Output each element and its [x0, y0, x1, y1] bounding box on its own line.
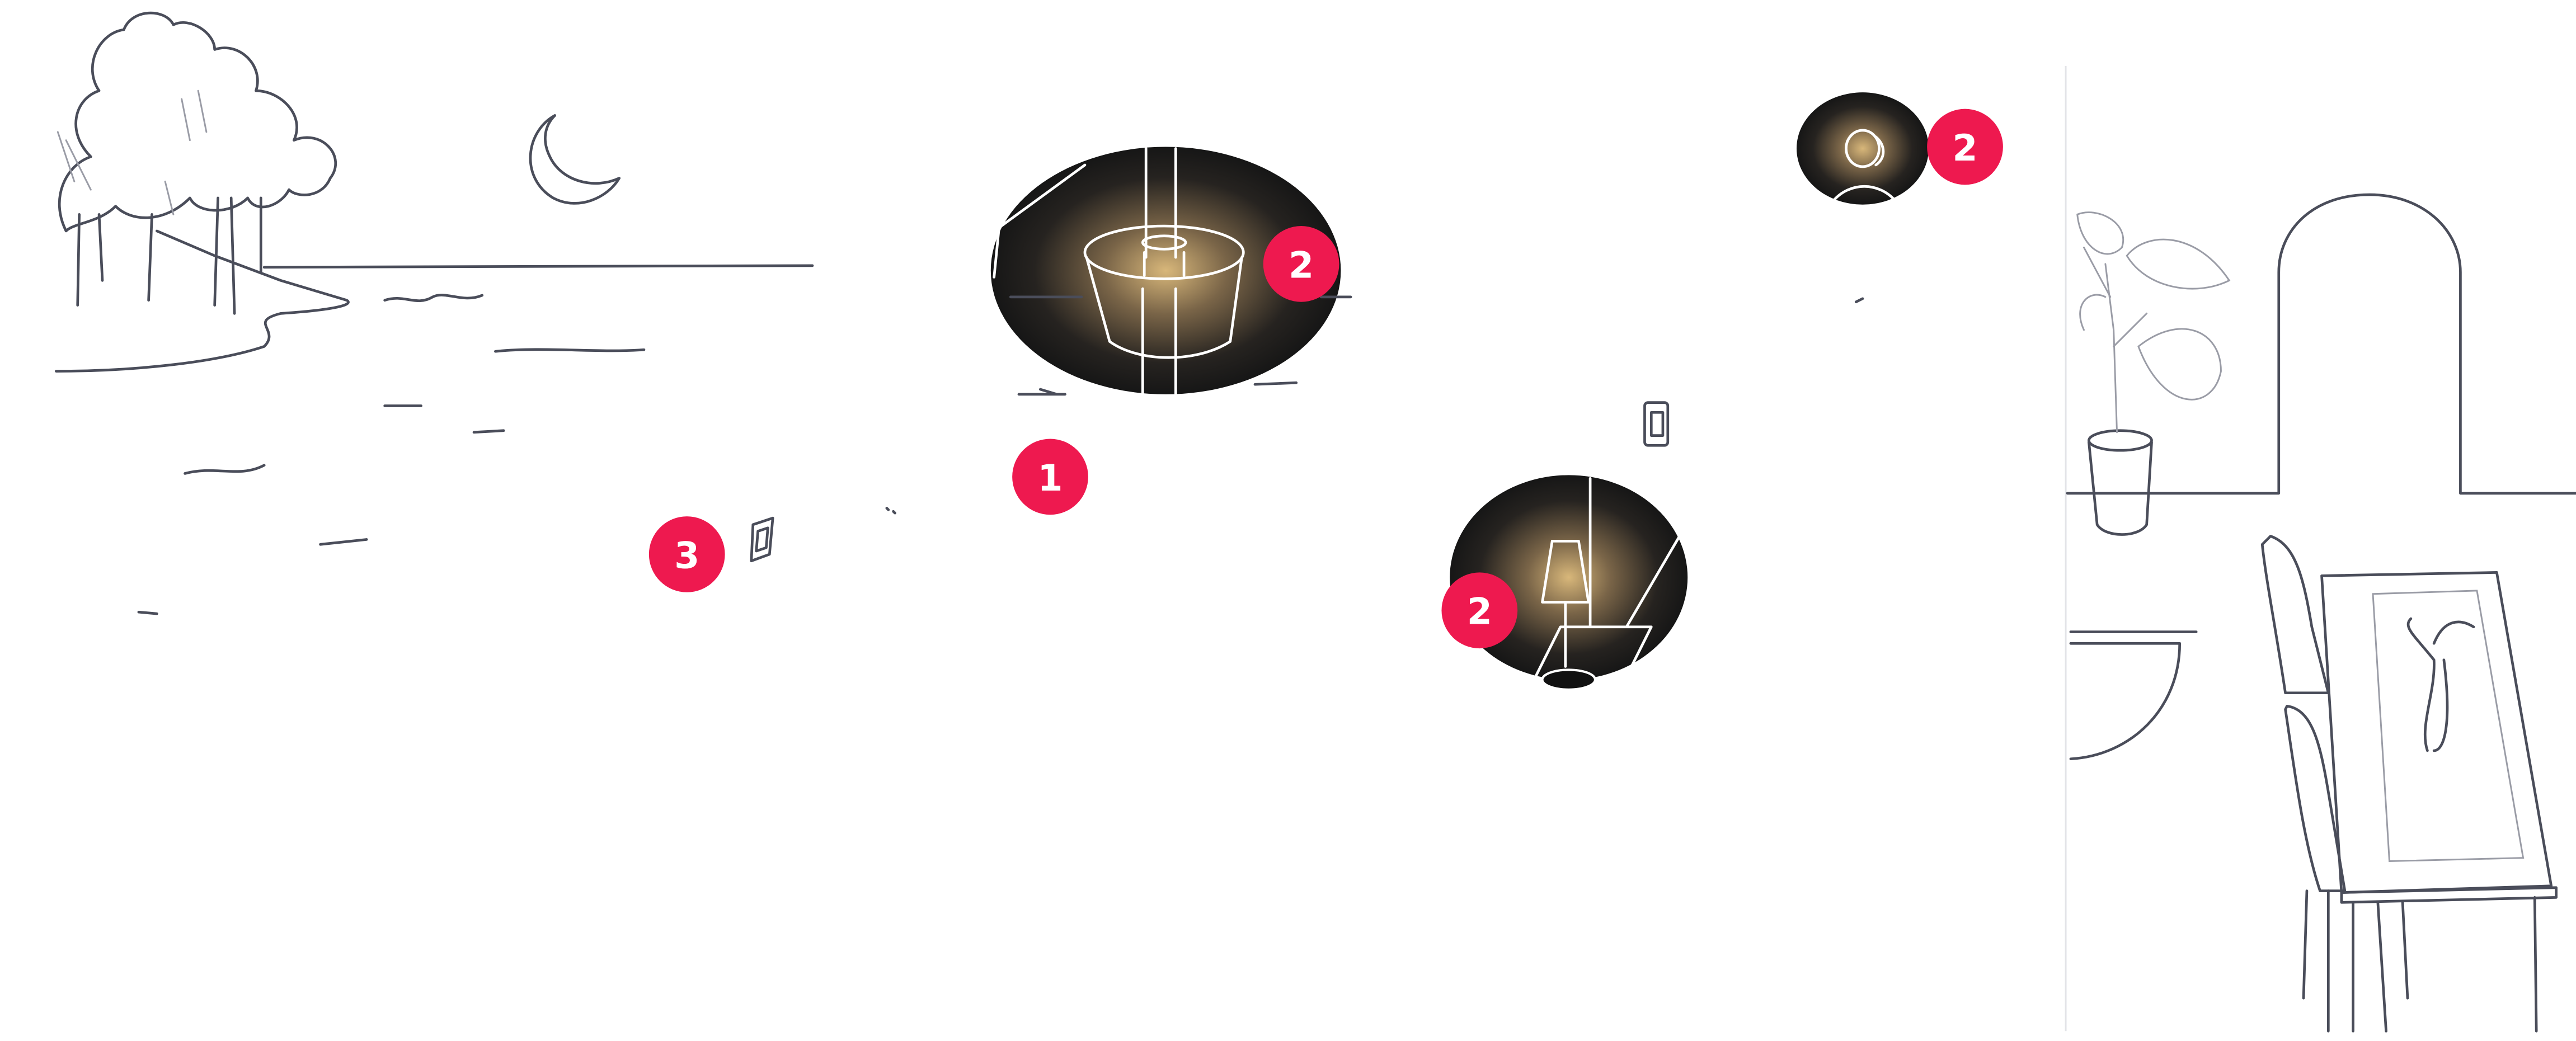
wall-spot-spotlight — [1796, 92, 1929, 304]
chair-icon — [2260, 535, 2409, 1033]
speck — [885, 507, 896, 515]
callout-badge-3[interactable]: 3 — [648, 516, 725, 592]
moon-icon — [529, 114, 621, 205]
wall-switch-2-icon — [1643, 401, 1670, 447]
callout-badge-2-spot[interactable]: 2 — [1927, 109, 2003, 185]
pendant-lamp-spotlight — [990, 147, 1352, 396]
dining-table-icon — [2320, 571, 2558, 1033]
badge-number: 2 — [1467, 591, 1492, 633]
trees-icon — [57, 11, 337, 315]
badge-number: 1 — [1037, 458, 1063, 500]
badge-number: 2 — [1289, 244, 1314, 286]
water-ripples — [137, 294, 646, 615]
callout-badge-1[interactable]: 1 — [1012, 439, 1088, 515]
shoreline — [54, 229, 350, 373]
plant-pot-icon — [2076, 211, 2231, 536]
callout-badge-2-table-lamp[interactable]: 2 — [1441, 572, 1518, 649]
interior-scene — [2066, 193, 2576, 1033]
badge-number: 2 — [1952, 128, 1977, 169]
badge-number: 3 — [674, 535, 699, 577]
callout-badge-2-pendant[interactable]: 2 — [1263, 226, 1339, 302]
wall-switch-icon — [750, 516, 774, 563]
horizon — [262, 264, 814, 269]
